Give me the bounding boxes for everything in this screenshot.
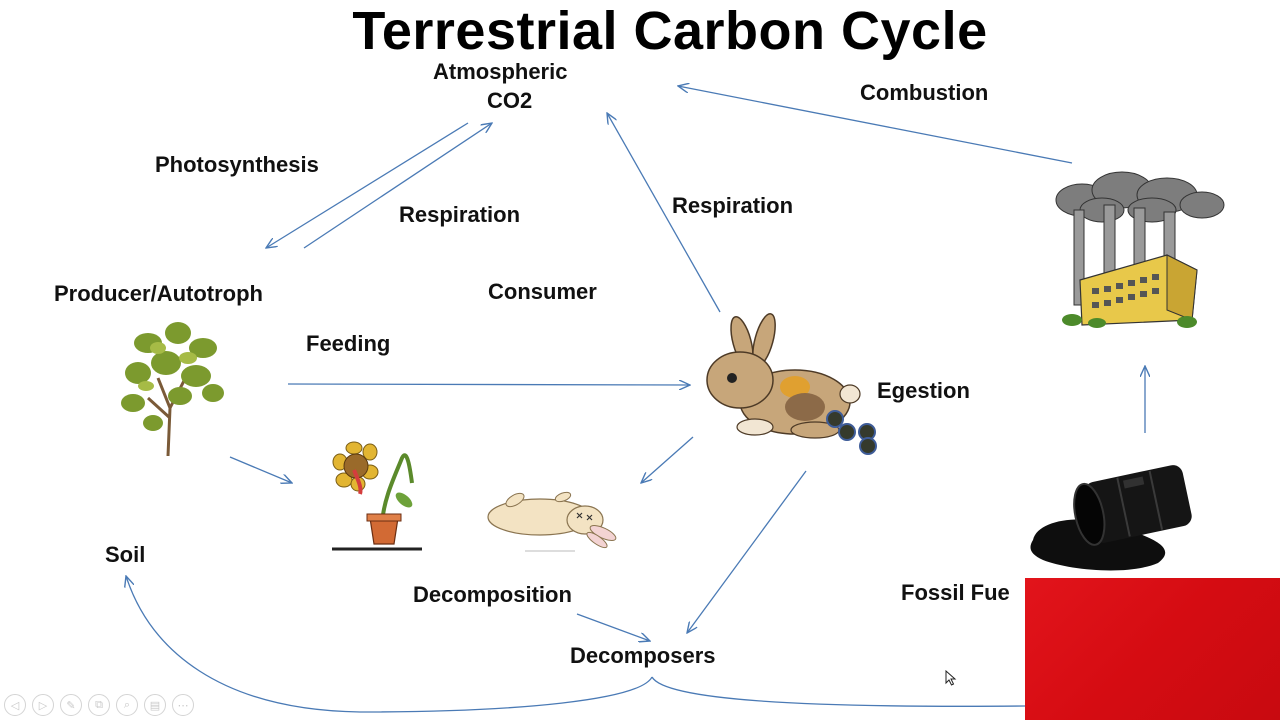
mouse-cursor-icon	[945, 670, 957, 686]
slide-toolbar: ◁ ▷ ✎ ⧉ ⌕ ▤ ⋯	[4, 694, 194, 716]
tree-icon	[121, 322, 224, 457]
photosynthesis-label: Photosynthesis	[155, 152, 319, 177]
combustion-label: Combustion	[860, 80, 989, 105]
rabbit-icon	[706, 313, 877, 455]
producer-label: Producer/Autotroph	[54, 281, 263, 306]
co2-label: CO2	[487, 88, 533, 113]
wilted-flower-icon	[332, 441, 422, 551]
photosynthesis-arrow	[266, 122, 469, 248]
fossil-arrow-curve	[651, 676, 1026, 707]
pen-icon[interactable]: ✎	[60, 694, 82, 716]
atmospheric-label: Atmospheric	[433, 59, 568, 84]
oil-barrel-icon	[1030, 465, 1192, 571]
fossil-fuel-label: Fossil Fue	[901, 580, 1010, 605]
subtitles-icon[interactable]: ▤	[144, 694, 166, 716]
feeding-label: Feeding	[306, 331, 391, 356]
combustion-arrow	[678, 86, 1073, 164]
soil-arrow	[126, 576, 653, 713]
soil-label: Soil	[105, 542, 146, 567]
dead-rabbit-icon	[487, 491, 617, 552]
egestion-label: Egestion	[877, 378, 970, 403]
consumer-respiration-arrow	[607, 113, 721, 313]
previous-slide-icon[interactable]: ◁	[4, 694, 26, 716]
more-options-icon[interactable]: ⋯	[172, 694, 194, 716]
plant-respiration-label: Respiration	[399, 202, 521, 227]
plant-respiration-arrow	[303, 123, 492, 249]
consumer-respiration-label: Respiration	[672, 193, 794, 218]
zoom-icon[interactable]: ⌕	[116, 694, 138, 716]
consumer-label: Consumer	[488, 279, 597, 304]
decomposition-label: Decomposition	[413, 582, 572, 607]
consumer-death-arrow	[641, 436, 694, 483]
egestion-arrow	[687, 470, 807, 633]
decomposers-label: Decomposers	[570, 643, 716, 668]
diagram-title: Terrestrial Carbon Cycle	[352, 1, 988, 61]
factory-icon	[1055, 171, 1225, 328]
plant-death-arrow	[229, 456, 292, 483]
slides-grid-icon[interactable]: ⧉	[88, 694, 110, 716]
next-slide-icon[interactable]: ▷	[32, 694, 54, 716]
feeding-arrow	[287, 384, 690, 385]
red-overlay-block	[1025, 578, 1280, 720]
decomposition-arrow	[576, 613, 650, 641]
